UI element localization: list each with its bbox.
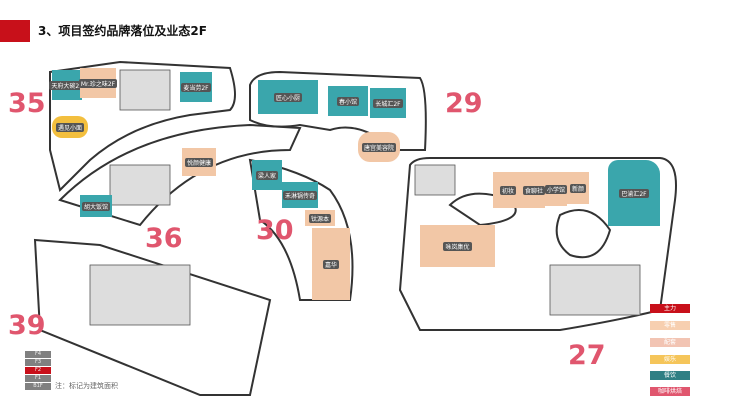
store-label: 遇见小面 — [55, 122, 84, 132]
store-label: Mr.珍之味2F — [78, 78, 118, 88]
store-label: 巴渝汇2F — [619, 188, 649, 198]
store-block[interactable]: 新颜 — [567, 172, 589, 204]
store-block[interactable]: 钛源本 — [305, 210, 335, 226]
store-block[interactable]: 咏岚集优 — [420, 225, 495, 267]
page-title: 3、项目签约品牌落位及业态2F — [38, 24, 207, 38]
store-label: 嘉华 — [322, 259, 339, 269]
store-label: 悦颜健康 — [184, 157, 213, 167]
zone-number: 36 — [145, 223, 183, 254]
store-label: 钛源本 — [308, 213, 331, 223]
store-block[interactable]: 唐宫美容院 — [358, 132, 400, 162]
store-block[interactable]: 麦当劳2F — [180, 72, 212, 102]
store-block[interactable]: 胡大饭馆 — [80, 195, 112, 217]
zone-number: 30 — [256, 215, 294, 246]
store-label: 天府大碗2F — [49, 80, 85, 90]
header-accent-bar — [0, 20, 30, 42]
store-block[interactable]: 悦颜健康 — [182, 148, 216, 176]
zone-number: 39 — [8, 310, 46, 341]
store-label: 匠心小厨 — [273, 92, 302, 102]
area-note: 注：标记为建筑面积 — [55, 382, 118, 390]
store-block[interactable]: 小学馆 — [545, 172, 568, 206]
store-label: 小学馆 — [545, 184, 568, 194]
floor-tab-f4[interactable]: F4 — [25, 351, 51, 358]
store-block[interactable]: 食聊社 — [523, 172, 546, 208]
store-block[interactable]: 梁人家 — [252, 160, 282, 190]
store-block[interactable]: 匠心小厨 — [258, 80, 318, 114]
store-label: 麦当劳2F — [181, 82, 211, 92]
legend-item: 配套 — [650, 338, 690, 347]
store-block[interactable]: 天府大碗2F — [49, 70, 85, 100]
store-label: 春小馆 — [336, 96, 359, 106]
zone-number: 27 — [568, 340, 606, 371]
store-label: 长城汇2F — [373, 98, 403, 108]
store-block[interactable]: 长城汇2F — [370, 88, 406, 118]
legend-item: 主力 — [650, 304, 690, 313]
store-label: 初妆 — [499, 185, 516, 195]
store-block[interactable]: 禾淋锅传奇 — [282, 182, 318, 208]
store-label: 禾淋锅传奇 — [282, 190, 317, 200]
store-block[interactable]: 嘉华 — [312, 228, 350, 300]
legend-item: 咖啡烘焙 — [650, 387, 690, 396]
floor-tab-f3[interactable]: F3 — [25, 359, 51, 366]
store-block[interactable]: 初妆 — [493, 172, 523, 208]
store-label: 咏岚集优 — [443, 241, 472, 251]
zone-number: 35 — [8, 88, 46, 119]
store-block[interactable]: 春小馆 — [328, 86, 368, 116]
store-block[interactable]: 巴渝汇2F — [608, 160, 660, 226]
floor-tab-f1[interactable]: F1 — [25, 375, 51, 382]
store-label: 唐宫美容院 — [361, 142, 396, 152]
store-label: 新颜 — [569, 183, 586, 193]
zone-number: 29 — [445, 88, 483, 119]
store-label: 食聊社 — [523, 185, 546, 195]
store-label: 梁人家 — [255, 170, 278, 180]
store-block[interactable]: Mr.珍之味2F — [78, 68, 118, 98]
store-label: 胡大饭馆 — [81, 201, 110, 211]
store-block[interactable]: 遇见小面 — [52, 116, 88, 138]
floor-tab-b1f[interactable]: B1F — [25, 383, 51, 390]
floor-tab-f2[interactable]: F2 — [25, 367, 51, 374]
legend-item: 零售 — [650, 321, 690, 330]
legend-item: 餐饮 — [650, 371, 690, 380]
legend-item: 娱乐 — [650, 355, 690, 364]
